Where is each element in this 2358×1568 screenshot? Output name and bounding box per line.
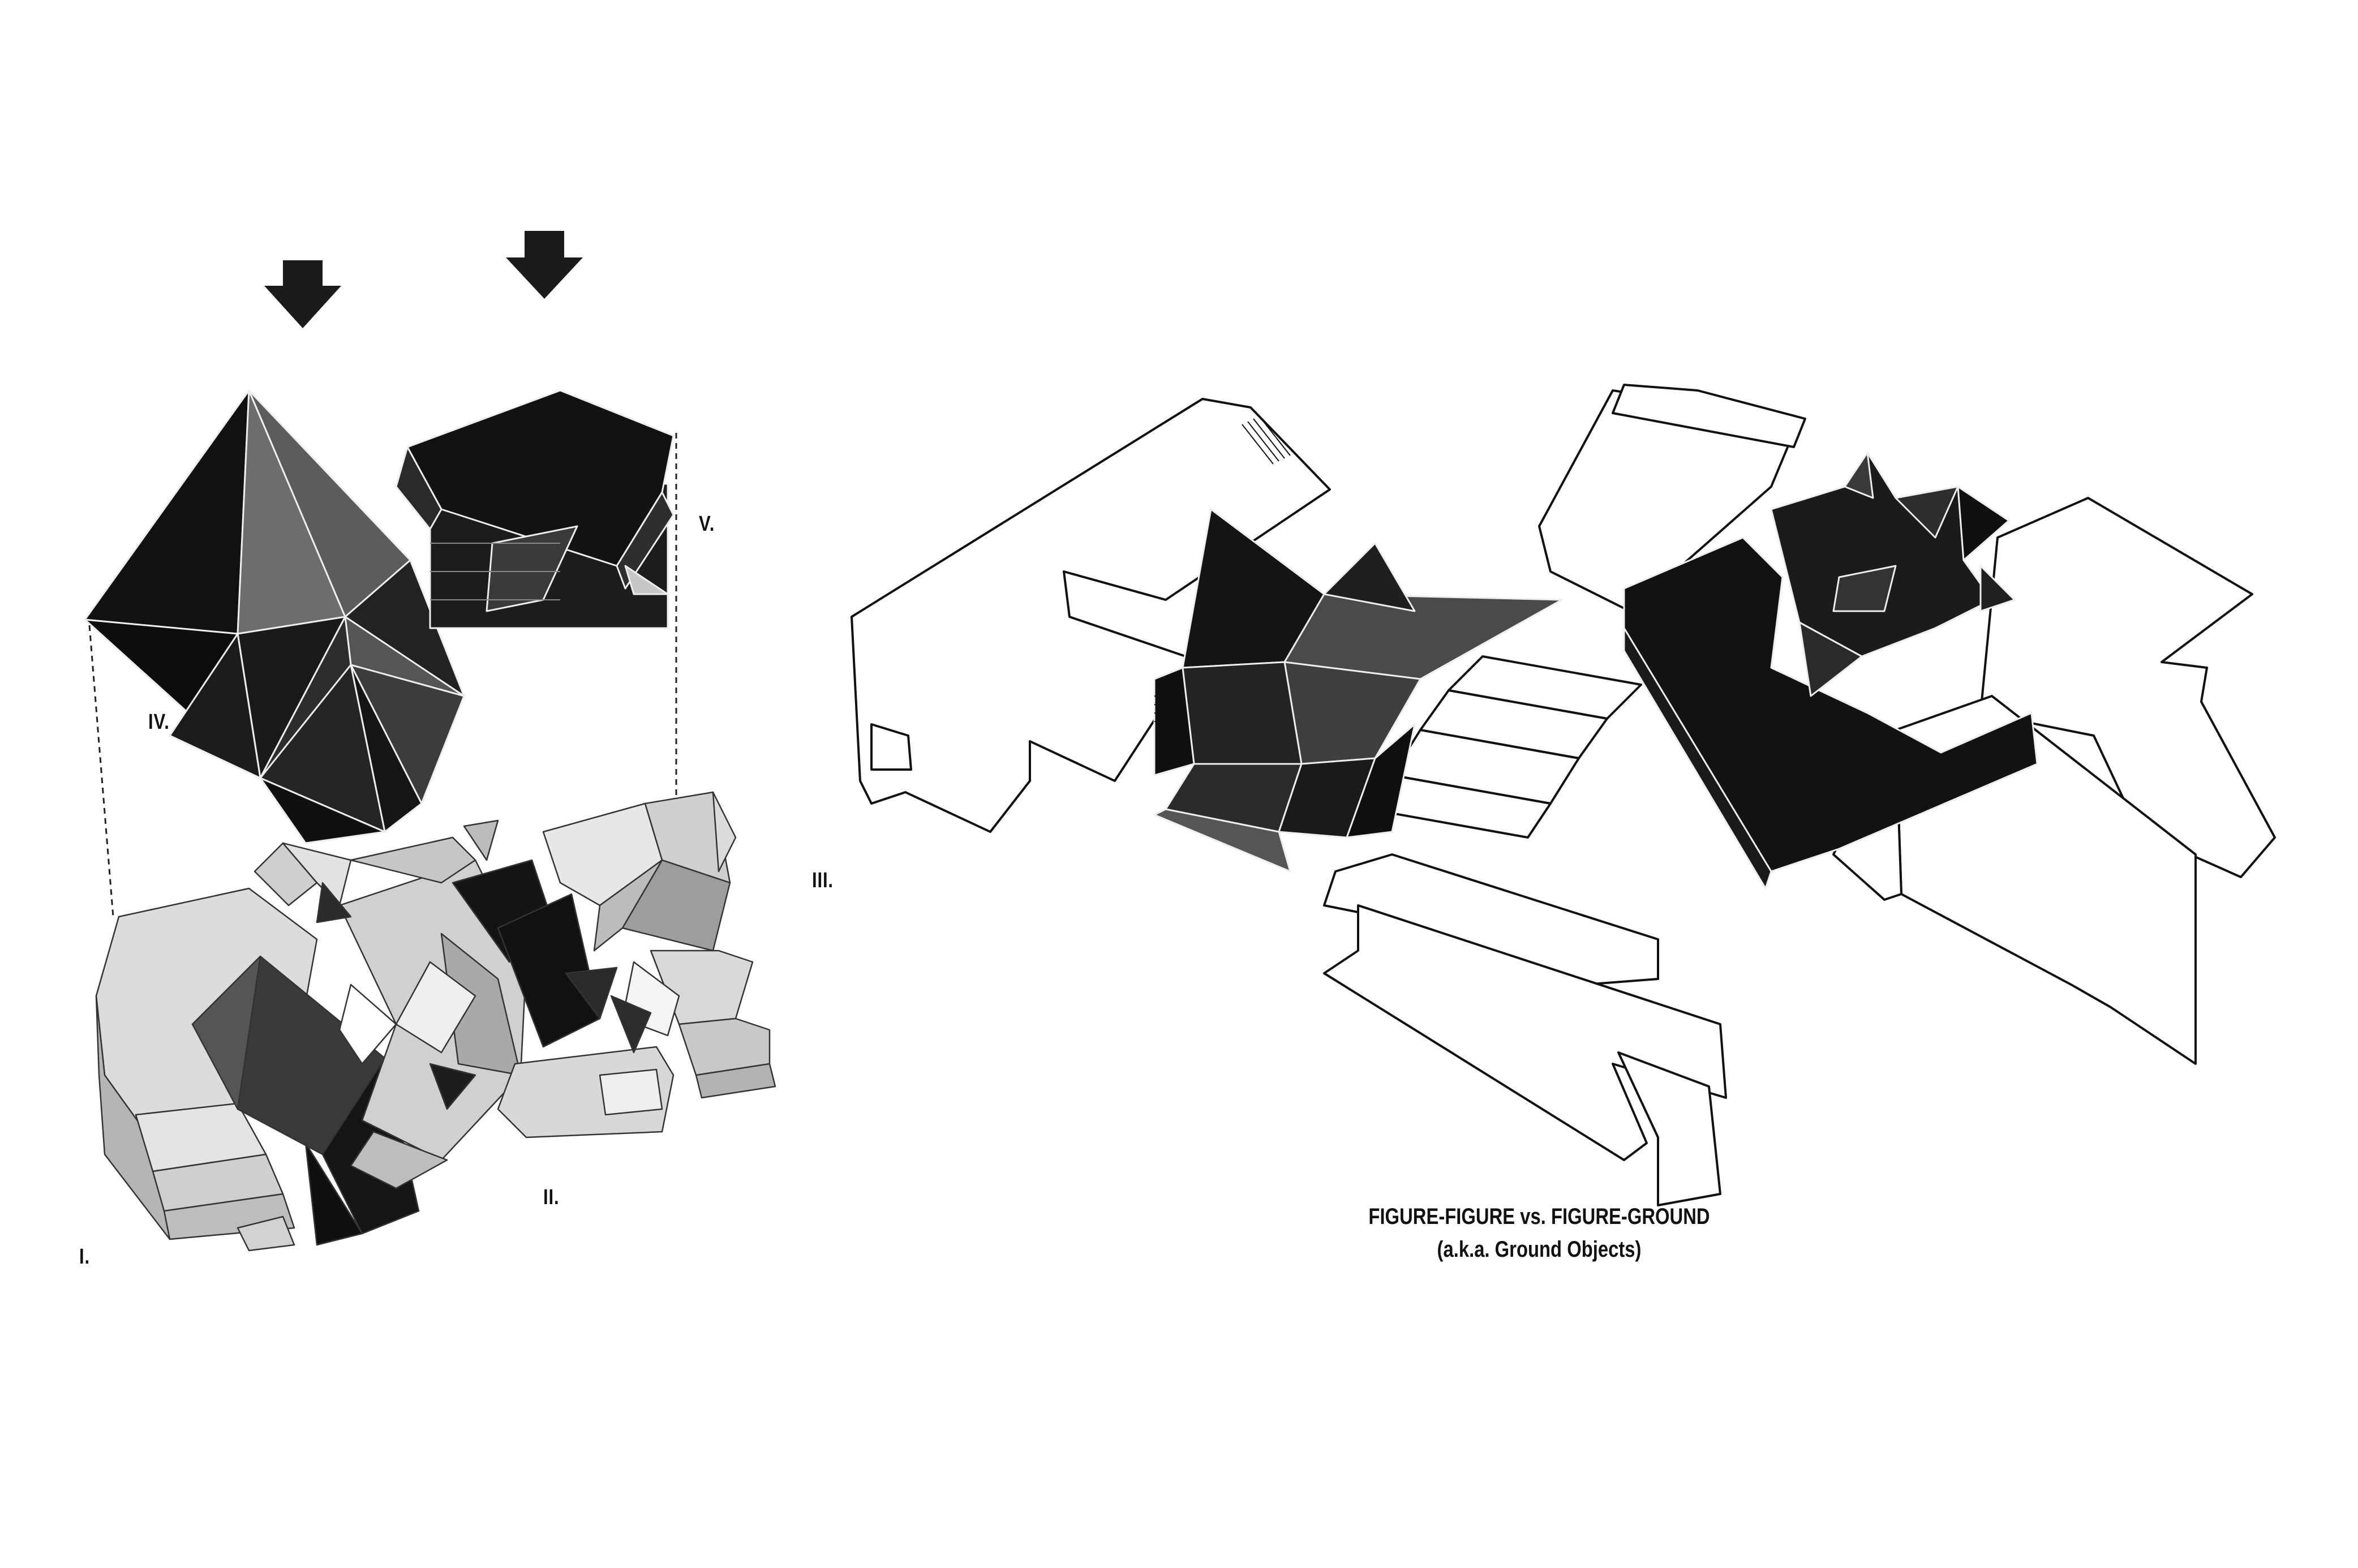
object-i-ii-massing xyxy=(95,791,776,1252)
hatching-detail xyxy=(1154,415,1291,728)
projection-lines xyxy=(88,433,677,917)
label-iii: III. xyxy=(812,869,834,892)
figure-ground-black-figures xyxy=(1153,452,2038,890)
arrow-down-icon xyxy=(264,260,341,328)
object-iv-faceted-star xyxy=(84,389,465,844)
label-i: I. xyxy=(79,1245,90,1269)
arrow-down-icon xyxy=(506,231,583,299)
label-iv: IV. xyxy=(148,710,170,734)
label-ii: II. xyxy=(543,1185,560,1209)
label-v: V. xyxy=(699,512,715,536)
caption-title: FIGURE-FIGURE vs. FIGURE-GROUND xyxy=(1368,1204,1710,1229)
object-v-black-block xyxy=(395,389,675,629)
figure-ground-outlines xyxy=(851,384,2276,1206)
caption-subtitle: (a.k.a. Ground Objects) xyxy=(1437,1237,1642,1262)
